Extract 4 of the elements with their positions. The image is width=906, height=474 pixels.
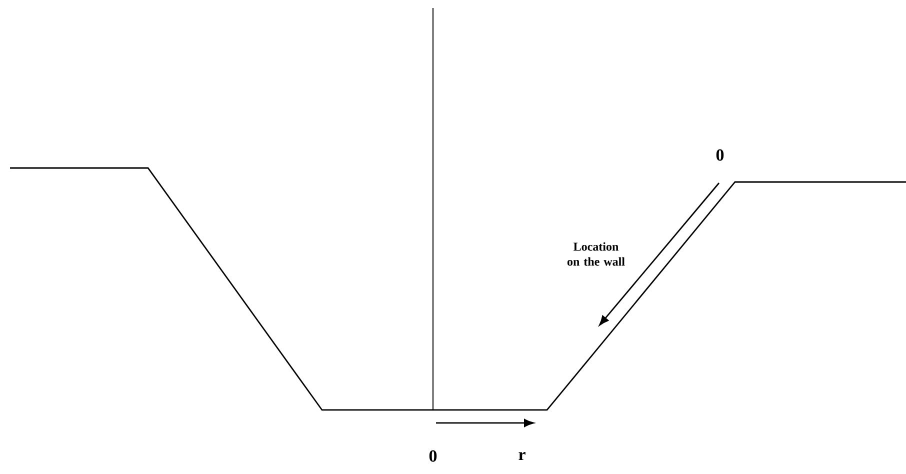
axis-label: r (518, 452, 526, 460)
position-label: 0 (429, 450, 437, 462)
wall-label: Location on the wall (567, 242, 625, 266)
position-label: 0 (716, 149, 724, 161)
